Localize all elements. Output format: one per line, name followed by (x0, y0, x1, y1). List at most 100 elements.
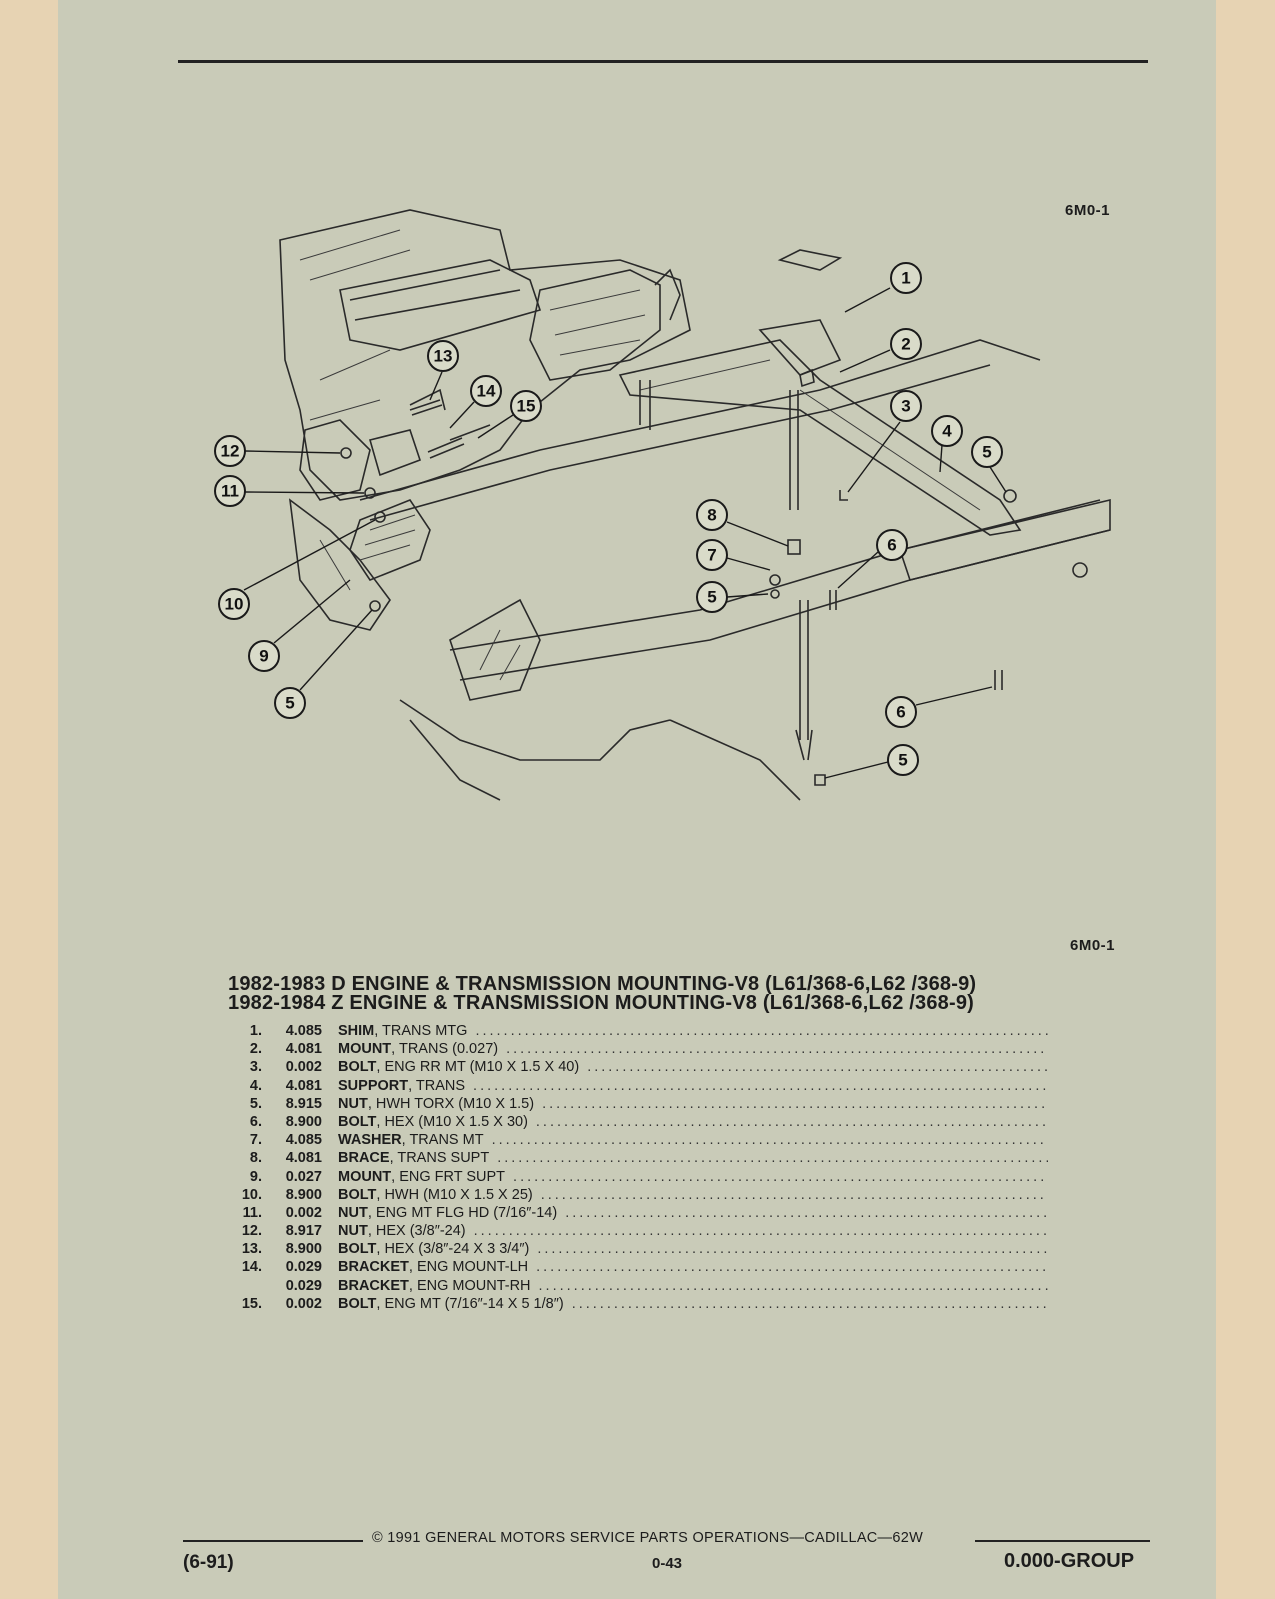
part-catalog-number: 4.081 (285, 1041, 322, 1058)
part-catalog-number: 0.002 (285, 1059, 322, 1076)
part-index: 6. (249, 1113, 262, 1130)
group-number: 0.000-GROUP (1004, 1550, 1135, 1572)
leader-dots: ........................................… (542, 1095, 1048, 1112)
section-title-z: 1982-1984 Z ENGINE & TRANSMISSION MOUNTI… (228, 992, 975, 1014)
part-description: , TRANS MT (401, 1132, 484, 1149)
part-index: 10. (241, 1186, 262, 1203)
part-index: 12. (241, 1223, 262, 1240)
part-catalog-number: 4.081 (285, 1150, 322, 1167)
copyright-line: © 1991 GENERAL MOTORS SERVICE PARTS OPER… (372, 1530, 924, 1546)
part-description: , ENG MT FLG HD (7/16″-14) (367, 1204, 558, 1221)
svg-text:3: 3 (901, 397, 910, 416)
footer-rule-left (183, 1540, 363, 1542)
callout-6b: 6 (885, 686, 993, 728)
leader-dots: ........................................… (538, 1277, 1048, 1294)
part-catalog-number: 8.900 (285, 1241, 322, 1258)
svg-text:10: 10 (225, 595, 244, 614)
leader-dots: ........................................… (540, 1186, 1048, 1203)
callout-9: 9 (248, 579, 351, 672)
transmission (529, 268, 681, 381)
part-index: 8. (249, 1150, 262, 1167)
part-name: SHIM (338, 1023, 375, 1039)
callout-12: 12 (214, 435, 341, 467)
svg-text:13: 13 (434, 347, 453, 366)
svg-text:6: 6 (887, 536, 896, 555)
engine-mount-assembly (299, 388, 491, 581)
part-description: , HEX (3/8″-24) (367, 1223, 466, 1240)
svg-text:8: 8 (707, 506, 716, 525)
fasteners (340, 368, 1017, 786)
part-index: 7. (249, 1132, 262, 1149)
part-name: BRACKET (338, 1277, 409, 1294)
part-description: , TRANS (0.027) (391, 1041, 499, 1058)
svg-text:12: 12 (221, 442, 240, 461)
leader-dots: ........................................… (491, 1132, 1048, 1149)
callout-5a: 5 (971, 436, 1007, 493)
svg-text:15: 15 (517, 397, 536, 416)
part-catalog-number: 4.081 (285, 1077, 322, 1094)
svg-text:5: 5 (707, 588, 716, 607)
callout-8: 8 (696, 499, 789, 547)
leader-dots: ........................................… (536, 1259, 1048, 1276)
part-description: , ENG RR MT (M10 X 1.5 X 40) (376, 1059, 580, 1076)
section-title-d: 1982-1983 D ENGINE & TRANSMISSION MOUNTI… (228, 973, 977, 995)
part-catalog-number: 8.900 (285, 1113, 322, 1130)
part-name: WASHER (338, 1132, 402, 1149)
svg-text:1: 1 (901, 269, 910, 288)
part-description: , HWH TORX (M10 X 1.5) (367, 1095, 535, 1112)
leader-dots: ........................................… (537, 1241, 1048, 1258)
svg-text:5: 5 (982, 443, 991, 462)
leader-dots: ........................................… (513, 1168, 1048, 1185)
leader-dots: ........................................… (473, 1077, 1048, 1094)
part-description: , HWH (M10 X 1.5 X 25) (376, 1186, 533, 1203)
callout-11: 11 (214, 475, 365, 507)
callout-13: 13 (427, 340, 459, 401)
part-description: , ENG MOUNT-RH (408, 1277, 531, 1294)
part-catalog-number: 8.900 (285, 1186, 322, 1203)
part-index: 14. (241, 1259, 262, 1276)
part-name: NUT (338, 1223, 368, 1240)
callout-4: 4 (931, 415, 963, 473)
part-name: BRACKET (338, 1259, 409, 1276)
parts-list-row: 0.029 BRACKET , ENG MOUNT-RH.............… (228, 1277, 1048, 1295)
part-catalog-number: 0.029 (285, 1277, 322, 1294)
part-name: SUPPORT (338, 1077, 409, 1094)
part-index: 9. (249, 1168, 262, 1185)
svg-text:6: 6 (896, 703, 905, 722)
part-index: 11. (242, 1204, 262, 1221)
svg-text:9: 9 (259, 647, 268, 666)
part-description: , ENG FRT SUPT (391, 1168, 506, 1185)
engine-block (279, 209, 691, 631)
part-description: , TRANS (408, 1077, 466, 1094)
part-index: 2. (249, 1041, 262, 1058)
trans-support (618, 249, 1022, 536)
figure-id-bottom: 6M0-1 (1070, 937, 1116, 954)
leader-dots: ........................................… (571, 1295, 1048, 1312)
part-description: , TRANS MTG (374, 1023, 468, 1039)
catalog-page: 6M0-1 (58, 0, 1216, 1599)
part-name: NUT (338, 1095, 368, 1112)
leader-dots: ........................................… (475, 1023, 1048, 1039)
svg-text:2: 2 (901, 335, 910, 354)
part-name: BOLT (338, 1113, 377, 1130)
part-name: BOLT (338, 1295, 377, 1312)
leader-dots: ........................................… (565, 1204, 1048, 1221)
svg-text:14: 14 (477, 382, 496, 401)
footer-rule-right (975, 1540, 1150, 1542)
callout-14: 14 (449, 375, 502, 429)
part-catalog-number: 0.027 (285, 1168, 322, 1185)
part-index: 13. (241, 1241, 262, 1258)
section-titles: 1982-1983 D ENGINE & TRANSMISSION MOUNTI… (228, 973, 1148, 1014)
svg-text:4: 4 (942, 422, 952, 441)
